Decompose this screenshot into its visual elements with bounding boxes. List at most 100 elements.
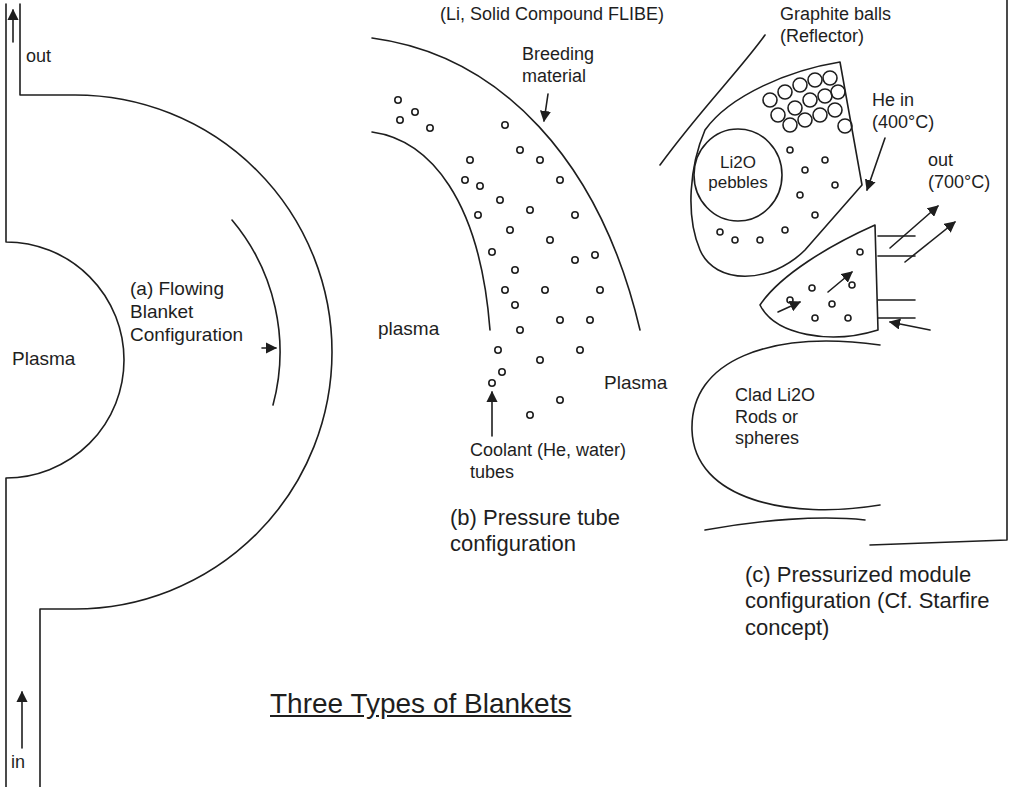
coolant-tube <box>597 287 603 293</box>
rod-module <box>692 341 880 509</box>
coolant-tube <box>592 252 598 258</box>
caption: Three Types of Blankets <box>270 688 571 720</box>
flow-arrow <box>905 222 955 262</box>
coolant-tube <box>587 317 593 323</box>
pebble <box>832 182 838 188</box>
coolant-tube <box>517 147 523 153</box>
pebble <box>809 285 815 291</box>
pebble <box>717 229 723 235</box>
graphite-ball <box>793 78 807 92</box>
coolant-tube <box>467 157 473 163</box>
leader-arrow <box>262 347 276 349</box>
coolant-tube <box>537 357 543 363</box>
coolant-tube <box>557 397 563 403</box>
coolant-tube <box>517 327 523 333</box>
graphite-ball <box>788 101 802 115</box>
inner-wall <box>6 4 124 787</box>
out-arrow <box>12 10 14 42</box>
flow-arrow <box>778 302 800 312</box>
leader-arrow <box>491 392 493 436</box>
pebble-zone <box>694 129 782 221</box>
pebble <box>757 237 763 243</box>
pebble <box>812 212 818 218</box>
pebble <box>822 157 828 163</box>
graphite-ball <box>831 85 845 99</box>
coolant-tube <box>557 177 563 183</box>
frame-line <box>870 0 1007 545</box>
flow-module <box>760 225 878 337</box>
pipe-label: in <box>11 752 37 774</box>
part-label: Li2O pebbles <box>708 153 768 194</box>
coolant-tube <box>577 347 583 353</box>
pebble <box>845 315 851 321</box>
coolant-tube <box>499 369 505 375</box>
coolant-tube <box>547 237 553 243</box>
flow-label: He in (400°C) <box>872 90 962 133</box>
pebble <box>732 237 738 243</box>
coolant-tube <box>489 249 495 255</box>
graphite-ball <box>813 108 827 122</box>
pebble <box>857 249 863 255</box>
part-label: Breeding material <box>522 44 632 87</box>
coolant-tube <box>572 257 578 263</box>
pebble <box>782 227 788 233</box>
first-wall <box>660 35 765 165</box>
pipe-label: out <box>26 46 66 68</box>
region-label: plasma <box>378 318 448 341</box>
figure-label: (a) Flowing Blanket Configuration <box>130 278 260 346</box>
graphite-ball <box>798 113 812 127</box>
graphite-ball <box>823 71 837 85</box>
coolant-tube <box>512 302 518 308</box>
pebble <box>849 282 855 288</box>
graphite-ball <box>771 108 785 122</box>
pebble <box>797 192 803 198</box>
in-arrow <box>21 692 23 748</box>
leader-arrow <box>544 94 548 121</box>
coolant-tube <box>477 183 483 189</box>
pebble <box>812 315 818 321</box>
graphite-ball <box>778 85 792 99</box>
coolant-tube <box>397 117 403 123</box>
part-label: Graphite balls (Reflector) <box>780 4 930 47</box>
coolant-tube <box>557 317 563 323</box>
coolant-tube <box>502 122 508 128</box>
figure-label: (c) Pressurized module configuration (Cf… <box>745 562 1000 641</box>
graphite-ball <box>763 93 777 107</box>
coolant-tube <box>427 125 433 131</box>
flow-arrow <box>890 322 930 330</box>
region-label: Plasma <box>604 372 674 395</box>
part-label: Clad Li2O Rods or spheres <box>735 385 855 450</box>
pebble <box>802 167 808 173</box>
part-label: Coolant (He, water) tubes <box>470 440 655 483</box>
leader-arrow <box>867 138 885 190</box>
coolant-tube <box>497 197 503 203</box>
coolant-tube <box>527 412 533 418</box>
outer-boundary <box>372 38 640 330</box>
coolant-tube <box>462 177 468 183</box>
plasma-boundary <box>372 132 490 330</box>
graphite-ball <box>808 73 822 87</box>
graphite-ball <box>803 93 817 107</box>
coolant-tube <box>502 287 508 293</box>
pebble <box>787 147 793 153</box>
pebble <box>787 297 793 303</box>
flow-label: out (700°C) <box>928 150 1000 193</box>
coolant-tube <box>542 287 548 293</box>
graphite-ball <box>783 118 797 132</box>
coolant-tube <box>507 227 513 233</box>
lower-wall <box>705 518 865 530</box>
coolant-tube <box>489 380 495 386</box>
pebble <box>829 301 835 307</box>
graphite-ball <box>818 89 832 103</box>
outer-wall <box>20 4 332 787</box>
flow-arrow <box>828 272 852 292</box>
flow-divider <box>232 220 280 405</box>
coolant-tube <box>537 157 543 163</box>
figure-label: (b) Pressure tube configuration <box>450 505 665 558</box>
material-note: (Li, Solid Compound FLIBE) <box>440 4 675 26</box>
outlet-pipe <box>878 236 915 318</box>
region-label: Plasma <box>12 348 82 371</box>
coolant-tube <box>475 212 481 218</box>
coolant-tube <box>527 207 533 213</box>
